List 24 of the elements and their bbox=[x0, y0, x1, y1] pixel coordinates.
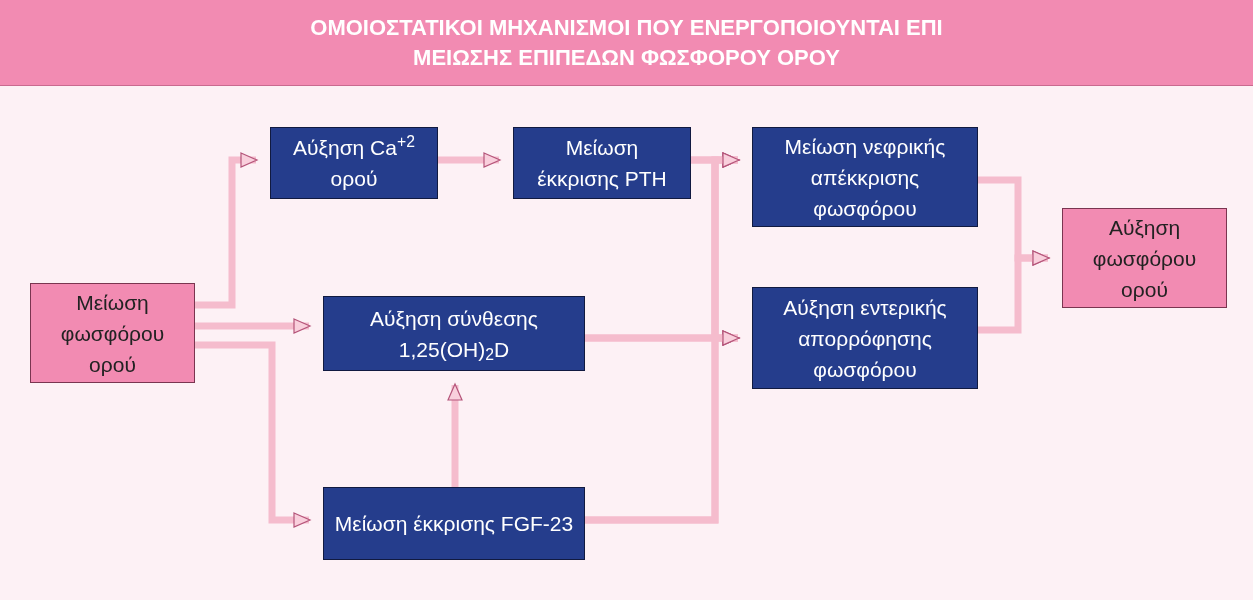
arrow bbox=[195, 152, 258, 309]
box-text: Αύξηση φωσφόρου ορού bbox=[1091, 214, 1198, 303]
process-box bbox=[1062, 208, 1227, 308]
process-box bbox=[323, 487, 585, 560]
process-box bbox=[513, 127, 691, 199]
box-text: Μείωση έκκρισης FGF-23 bbox=[334, 511, 574, 537]
process-box bbox=[752, 287, 978, 389]
box-text: Μείωση νεφρικής απέκκρισης φωσφόρου bbox=[783, 133, 947, 222]
box-text: Μείωση έκκρισης PTH bbox=[536, 135, 668, 192]
box-text: Αύξηση Ca$^{+2}$ ορού bbox=[292, 132, 416, 192]
arrow bbox=[978, 250, 1050, 334]
process-box bbox=[323, 296, 585, 371]
arrow bbox=[195, 318, 311, 334]
box-text: Αύξηση σύνθεσης 1,25(OH)$_{2}$D bbox=[369, 305, 539, 365]
arrow bbox=[195, 341, 311, 528]
arrow bbox=[447, 383, 463, 487]
process-box bbox=[30, 283, 195, 383]
box-text: Αύξηση εντερικής απορρόφησης φωσφόρου bbox=[782, 294, 948, 383]
process-box bbox=[270, 127, 438, 199]
title: ΟΜΟΙΟΣΤΑΤΙΚΟΙ ΜΗΧΑΝΙΣΜΟΙ ΠΟΥ ΕΝΕΡΓΟΠΟΙΟΥΝΤΑΙ ΕΠΙ ΜΕΙΩΣΗΣ ΕΠΙΠΕΔΩΝ ΦΩΣΦΟΡΟΥ ΟΡΟΥ bbox=[309, 13, 944, 72]
box-text: Μείωση φωσφόρου ορού bbox=[59, 289, 166, 378]
process-box bbox=[752, 127, 978, 227]
arrow bbox=[585, 330, 740, 524]
arrow bbox=[438, 152, 501, 168]
